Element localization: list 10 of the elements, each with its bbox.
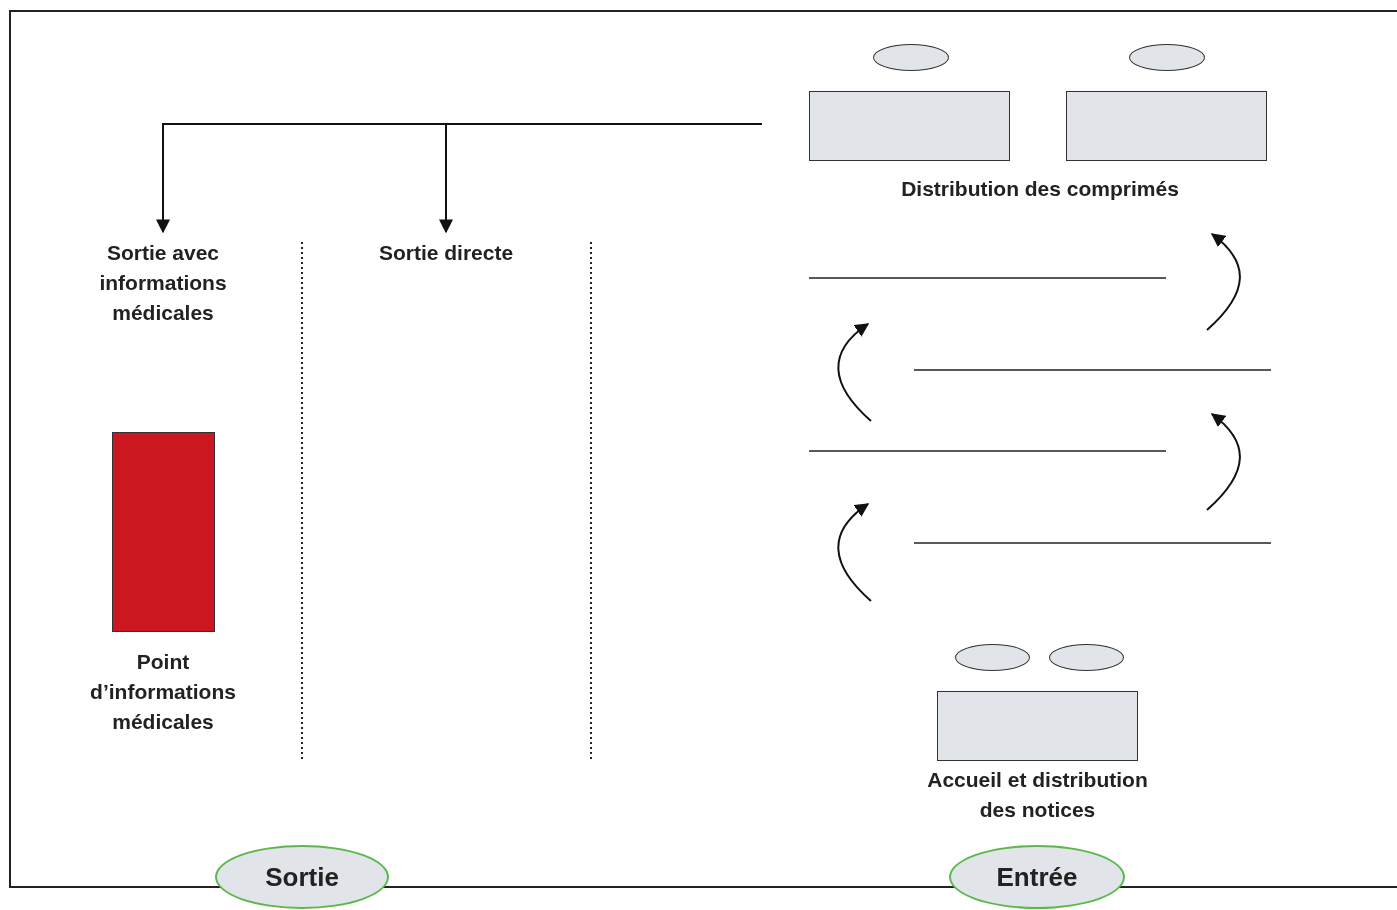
door-ellipse: Entrée (949, 845, 1125, 909)
desk-box (809, 91, 1010, 161)
area-label: Distribution des comprimés (900, 176, 1180, 202)
node-label: Sortie avec informations médicales (98, 240, 228, 326)
door-ellipse: Sortie (215, 845, 389, 909)
node-label: Point d’informations médicales (89, 649, 237, 735)
node-label: Sortie directe (378, 240, 514, 266)
desk-box (1066, 91, 1267, 161)
arrow (439, 123, 763, 234)
node-label: Accueil et distribution des notices (926, 767, 1149, 823)
